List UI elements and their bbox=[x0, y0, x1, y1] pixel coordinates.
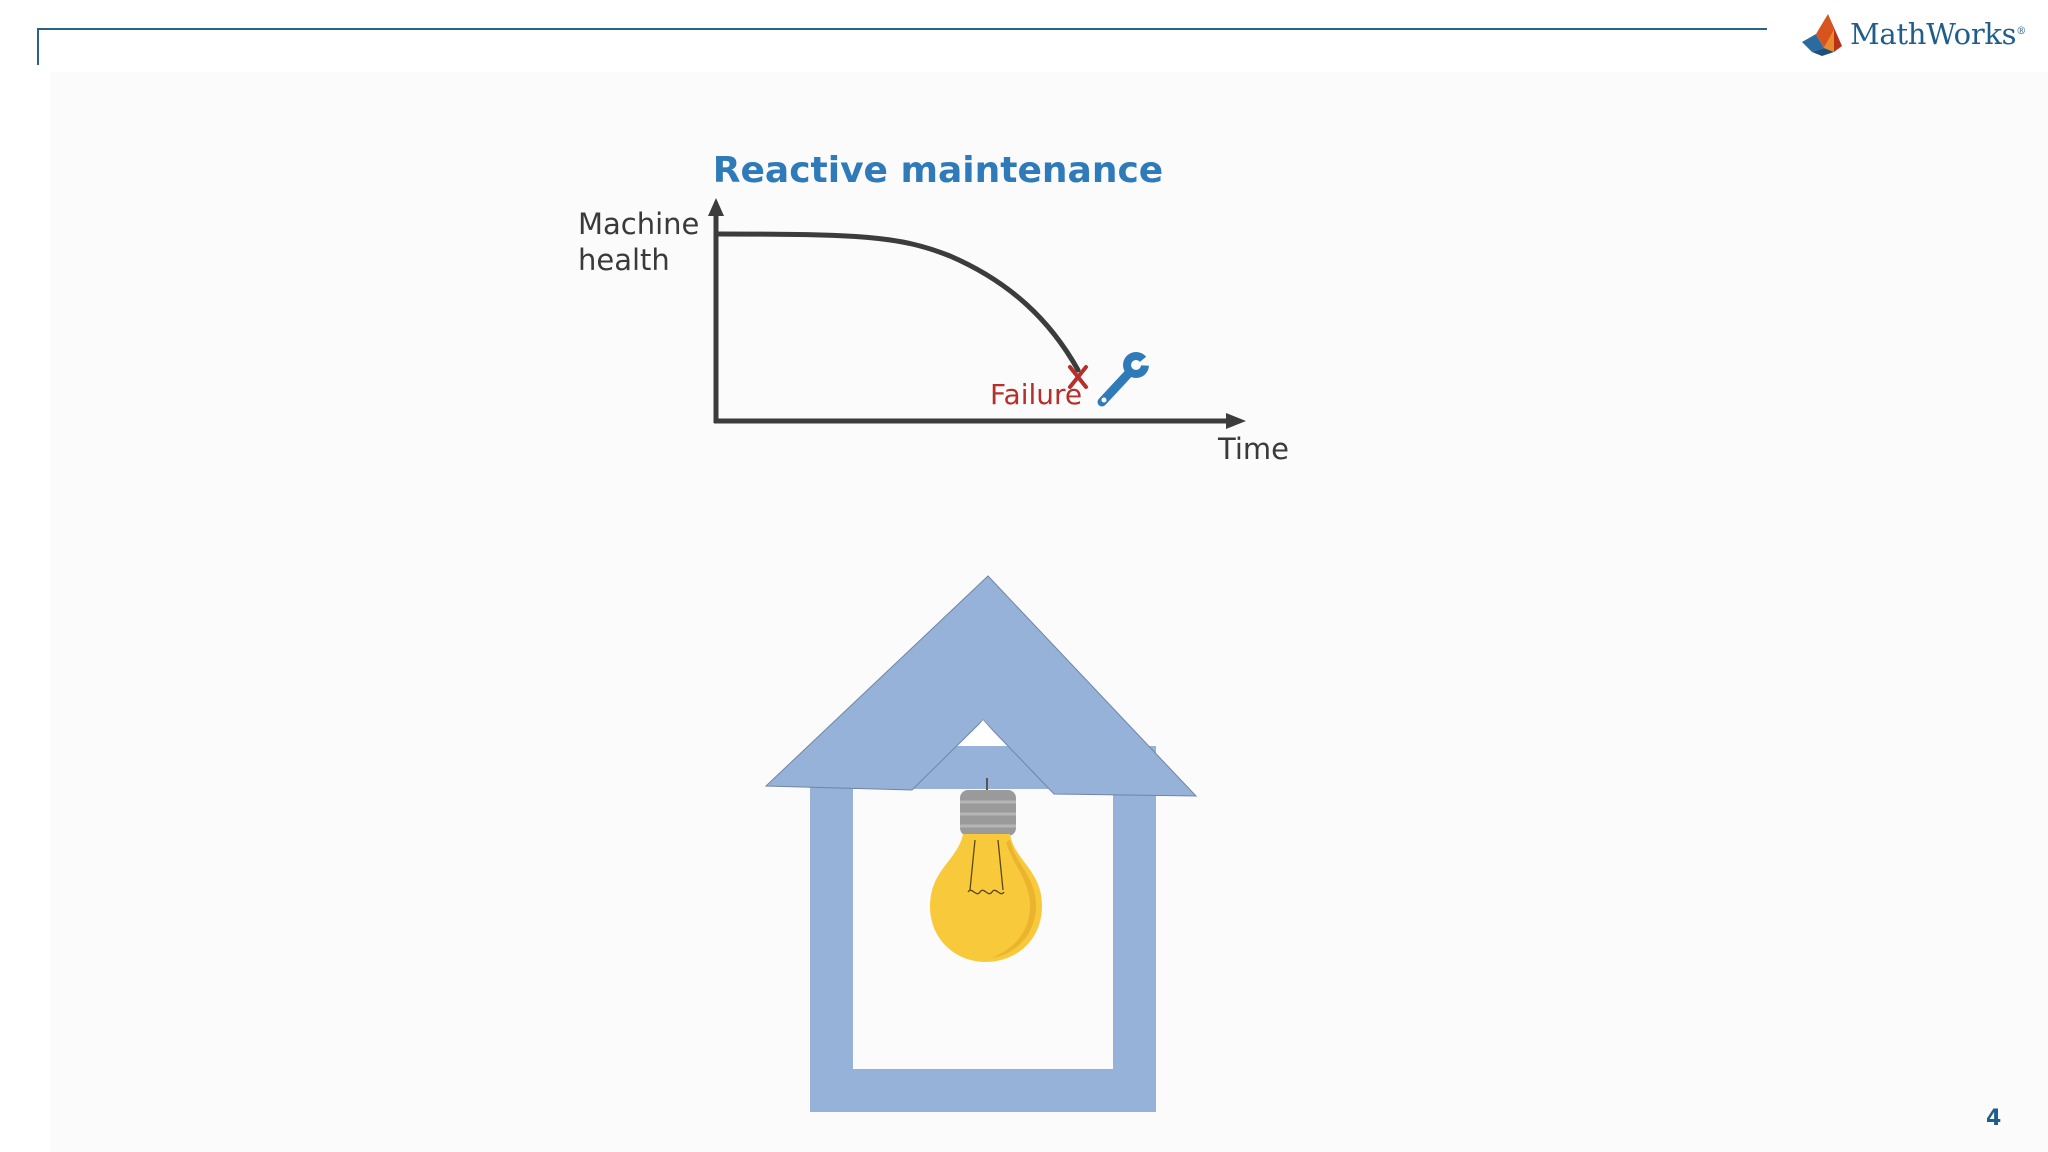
slide-content-area bbox=[50, 72, 2048, 1152]
page-number: 4 bbox=[1986, 1106, 2002, 1131]
brand-name: MathWorks bbox=[1850, 17, 2017, 51]
registered-mark: ® bbox=[2016, 25, 2027, 37]
header-rule bbox=[37, 28, 1767, 30]
failure-annotation: Failure bbox=[990, 378, 1083, 411]
x-axis-label: Time bbox=[1218, 432, 1289, 466]
chart-title: Reactive maintenance bbox=[712, 150, 1164, 191]
header-rule-tick bbox=[37, 28, 39, 65]
y-axis-label: Machine health bbox=[578, 207, 700, 277]
membrane-logo-icon bbox=[1802, 14, 1842, 56]
wrench-icon bbox=[1097, 352, 1154, 407]
mathworks-logo: MathWorks ® bbox=[1800, 12, 2026, 56]
